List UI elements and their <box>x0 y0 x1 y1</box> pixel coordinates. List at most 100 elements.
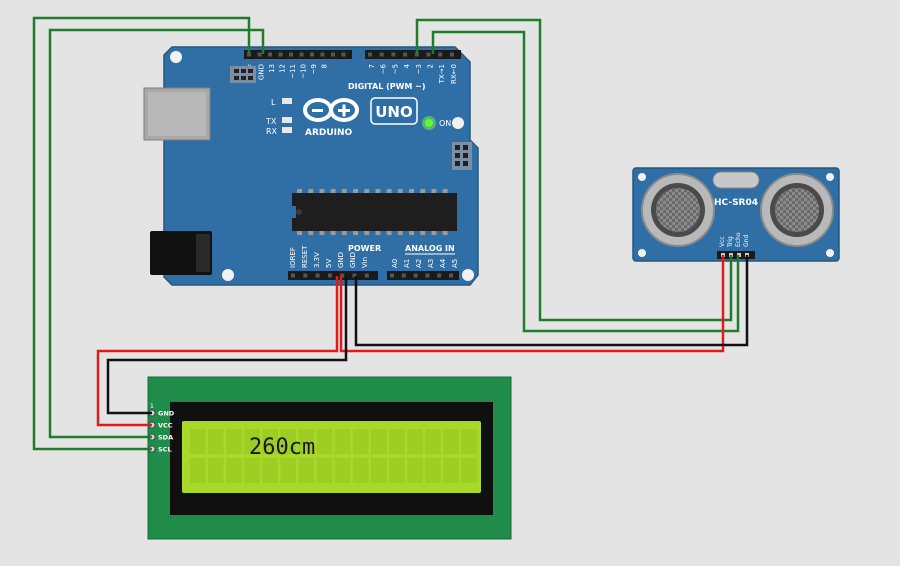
tx-led <box>282 117 292 123</box>
header-hole[interactable] <box>299 52 304 57</box>
header-hole[interactable] <box>379 52 384 57</box>
header-hole[interactable] <box>401 273 406 278</box>
wire-sensor-gnd[interactable] <box>354 255 749 347</box>
atmega-chip <box>288 189 457 235</box>
header-hole[interactable] <box>449 52 454 57</box>
digital-pin-label: ~10 <box>300 64 308 79</box>
lcd-pin-label: GND <box>158 410 175 418</box>
analog-pin-label: A0 <box>391 259 399 268</box>
tx-led-label: TX <box>265 117 277 126</box>
header-hole[interactable] <box>413 273 418 278</box>
analog-label: ANALOG IN <box>405 244 455 253</box>
header-hole[interactable] <box>340 273 345 278</box>
l-led <box>282 98 292 104</box>
digital-pin-label: ~5 <box>391 64 399 74</box>
arduino-brand: ARDUINO <box>305 128 353 138</box>
header-hole[interactable] <box>352 273 357 278</box>
power-pin-label: Vin <box>361 257 369 268</box>
sensor-pin-label: Echo <box>735 232 742 247</box>
analog-pin-label: A1 <box>403 259 411 268</box>
analog-header[interactable] <box>387 271 459 280</box>
analog-pin-label: A3 <box>427 259 435 268</box>
lcd-pin-label: VCC <box>158 422 173 430</box>
analog-pin-label: A4 <box>439 258 447 268</box>
analog-pin-label: A5 <box>451 259 459 268</box>
sensor-pin-label: Vcc <box>719 236 726 247</box>
transmitter-transducer <box>641 173 715 247</box>
rx-led-label: RX <box>266 127 278 136</box>
header-hole[interactable] <box>437 273 442 278</box>
power-pin-label: 5V <box>325 259 333 268</box>
wire-scl[interactable] <box>32 16 251 451</box>
wire-lcd-gnd[interactable] <box>106 276 348 415</box>
header-hole[interactable] <box>341 52 346 57</box>
header-hole[interactable] <box>320 52 325 57</box>
header-hole[interactable] <box>331 52 335 57</box>
rx-led <box>282 127 292 133</box>
wires <box>32 16 749 451</box>
mount-hole <box>462 269 474 281</box>
lcd-pin-labels: GND VCC SDA SCL <box>148 410 175 454</box>
mount-hole <box>170 51 182 63</box>
digital-header-left[interactable] <box>244 50 352 59</box>
digital-pin-label: 8 <box>321 64 329 68</box>
lcd-text: 260cm <box>249 435 315 460</box>
l-led-label: L <box>271 98 276 107</box>
header-hole[interactable] <box>291 273 295 278</box>
header-hole[interactable] <box>278 52 283 57</box>
digital-pin-label: TX→1 <box>438 64 446 84</box>
power-pin-label: IOREF <box>289 247 297 268</box>
header-hole[interactable] <box>438 52 443 57</box>
digital-pin-label: ~6 <box>380 63 388 74</box>
header-hole[interactable] <box>303 273 308 278</box>
wire-trig[interactable] <box>415 18 733 322</box>
wire-sensor-vcc[interactable] <box>339 255 725 353</box>
arduino-logo <box>303 98 359 122</box>
wire-sda[interactable] <box>48 28 265 439</box>
header-hole[interactable] <box>327 273 332 278</box>
sensor-pin-label: Trig <box>727 236 734 248</box>
header-hole[interactable] <box>289 52 293 57</box>
header-hole[interactable] <box>364 273 369 278</box>
digital-pin-label: 13 <box>268 64 276 73</box>
header-hole[interactable] <box>426 52 431 57</box>
crystal-oscillator <box>712 171 760 189</box>
icsp-header-right <box>452 142 472 170</box>
header-hole[interactable] <box>257 52 262 57</box>
sensor-name: HC-SR04 <box>714 198 758 208</box>
digital-pin-label: 7 <box>368 64 376 68</box>
mount-hole <box>638 173 646 181</box>
mount-hole <box>222 269 234 281</box>
header-hole[interactable] <box>310 52 314 57</box>
digital-pin-label: GND <box>258 64 266 80</box>
power-header[interactable] <box>288 271 378 280</box>
header-hole[interactable] <box>414 52 419 57</box>
power-pin-label: GND <box>349 252 357 268</box>
header-hole[interactable] <box>449 273 453 278</box>
digital-pin-label: RX←0 <box>450 64 458 84</box>
header-hole[interactable] <box>425 273 430 278</box>
header-hole[interactable] <box>368 52 372 57</box>
header-hole[interactable] <box>247 52 251 57</box>
digital-label: DIGITAL (PWM ~) <box>348 82 426 91</box>
header-hole[interactable] <box>391 52 396 57</box>
on-label: ON <box>439 119 451 128</box>
header-hole[interactable] <box>403 52 408 57</box>
lcd-pin-label: SDA <box>158 434 173 442</box>
digital-header-right[interactable] <box>365 50 461 59</box>
header-hole[interactable] <box>268 52 272 57</box>
lcd-pin-label: SCL <box>158 446 172 454</box>
wire-lcd-vcc[interactable] <box>96 276 339 427</box>
header-hole[interactable] <box>315 273 320 278</box>
header-hole[interactable] <box>390 273 394 278</box>
power-pin-label: GND <box>337 252 345 268</box>
mount-hole <box>826 173 834 181</box>
sensor-header[interactable] <box>717 251 755 259</box>
wire-echo[interactable] <box>431 30 740 333</box>
digital-pin-label: ~11 <box>289 64 297 79</box>
